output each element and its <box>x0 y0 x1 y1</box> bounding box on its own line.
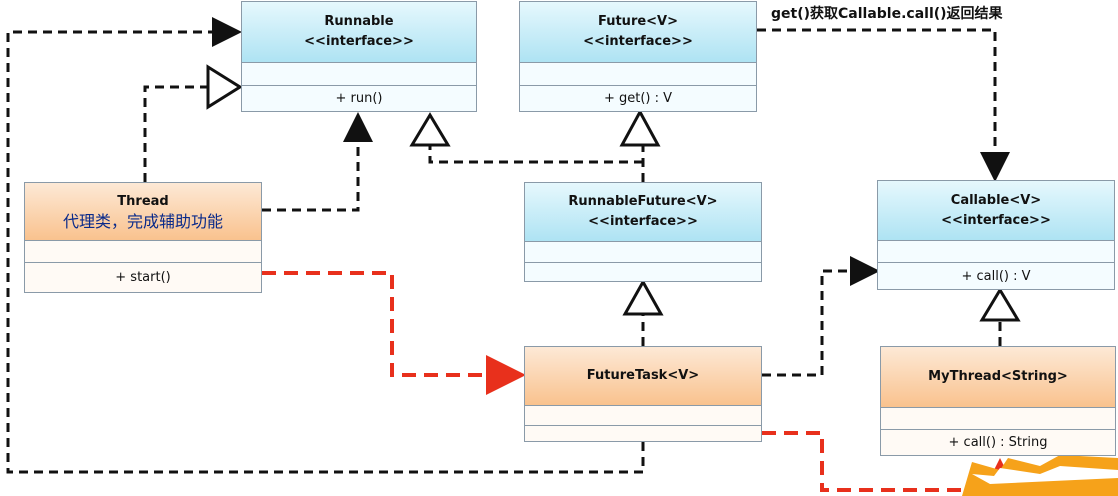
method-call: + call() : V <box>961 268 1031 284</box>
operations-compartment <box>525 262 761 281</box>
runnablefuture-extends-line <box>428 145 645 182</box>
future-inheritance-triangle <box>619 108 661 147</box>
class-name: RunnableFuture<V> <box>568 194 718 209</box>
stereotype: <<interface>> <box>583 34 693 49</box>
futuretask-uses-callable-line <box>762 256 880 377</box>
corner-logo <box>962 455 1118 496</box>
class-name: Future<V> <box>597 14 679 29</box>
runnablefuture-interface-box[interactable]: RunnableFuture<V> <<interface>> <box>524 182 762 282</box>
futuretask-to-runnable-loop-line <box>6 17 645 474</box>
operations-compartment: + start() <box>25 262 261 292</box>
future-get-callable-line <box>757 28 1010 182</box>
attributes-compartment <box>525 405 761 425</box>
class-name: Callable<V> <box>950 192 1042 208</box>
runnablefuture-inheritance-triangle <box>622 278 664 316</box>
runnable-interface-box[interactable]: Runnable <<interface>> + run() <box>241 1 477 112</box>
class-name: Runnable <box>324 14 394 29</box>
operations-compartment: + run() <box>242 85 476 111</box>
method-run: + run() <box>335 91 383 106</box>
mythread-class-box[interactable]: MyThread<String> + call() : String <box>880 346 1116 456</box>
operations-compartment: + call() : String <box>881 429 1115 455</box>
operations-compartment <box>525 425 761 441</box>
attributes-compartment <box>525 241 761 262</box>
method-get: + get() : V <box>603 91 673 106</box>
thread-implements-runnable-line <box>143 85 207 182</box>
thread-start-to-futuretask-red-line <box>262 271 526 395</box>
operations-compartment: + get() : V <box>520 85 756 111</box>
attributes-compartment <box>520 62 756 85</box>
method-start: + start() <box>115 270 171 285</box>
thread-runnable-triangle <box>206 64 243 110</box>
futuretask-to-mythread-red-line <box>762 431 1020 496</box>
future-interface-box[interactable]: Future<V> <<interface>> + get() : V <box>519 1 757 112</box>
stereotype: <<interface>> <box>941 212 1051 228</box>
runnable-inheritance-triangle <box>409 112 451 147</box>
stereotype: <<interface>> <box>304 34 414 49</box>
attributes-compartment <box>881 407 1115 429</box>
stereotype: <<interface>> <box>588 214 698 229</box>
class-subtitle: 代理类，完成辅助功能 <box>62 211 223 231</box>
attributes-compartment <box>878 240 1114 262</box>
callable-interface-box[interactable]: Callable<V> <<interface>> + call() : V <box>877 180 1115 290</box>
operations-compartment: + call() : V <box>878 262 1114 289</box>
class-name: FutureTask<V> <box>586 368 700 383</box>
callable-result-note: get()获取Callable.call()返回结果 <box>771 6 1003 22</box>
callable-inheritance-triangle <box>979 287 1021 322</box>
futuretask-class-box[interactable]: FutureTask<V> <box>524 346 762 442</box>
class-name: MyThread<String> <box>928 369 1068 384</box>
method-call-string: + call() : String <box>948 435 1048 450</box>
thread-uses-runnable-line <box>262 112 373 212</box>
attributes-compartment <box>25 240 261 262</box>
class-name: Thread <box>117 193 169 209</box>
attributes-compartment <box>242 62 476 85</box>
thread-class-box[interactable]: Thread 代理类，完成辅助功能 + start() <box>24 182 262 293</box>
